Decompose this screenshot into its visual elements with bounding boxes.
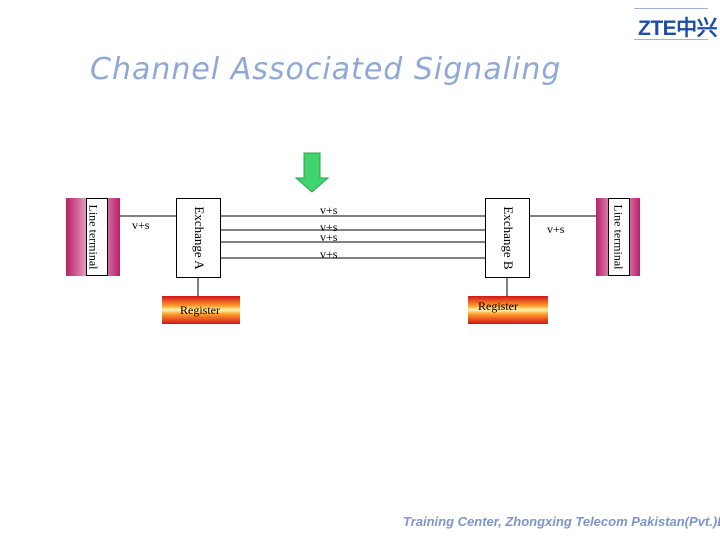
trunk-label-3: v+s xyxy=(320,230,338,244)
line-terminal-left: Line terminal xyxy=(66,198,120,276)
exchange-a-label: Exchange A xyxy=(191,206,207,270)
down-arrow-icon xyxy=(294,152,330,193)
footer-text: Training Center, Zhongxing Telecom Pakis… xyxy=(403,514,720,529)
exchange-b: Exchange B xyxy=(485,198,530,278)
line-terminal-left-label: Line terminal xyxy=(86,204,101,270)
trunk-label-1: v+s xyxy=(320,203,338,217)
register-b: Register xyxy=(468,296,548,324)
zte-logo: ZTE中兴 xyxy=(638,17,718,40)
line-terminal-right-label: Line terminal xyxy=(611,204,626,270)
logo-frame xyxy=(634,8,708,40)
trunk-label-4: v+s xyxy=(320,247,338,261)
exchange-a: Exchange A xyxy=(176,198,221,278)
trunk-label-2: v+s xyxy=(320,220,338,234)
exchange-b-label: Exchange B xyxy=(500,206,516,270)
register-a: Register xyxy=(162,296,240,324)
line-terminal-right: Line terminal xyxy=(596,198,640,276)
page-title: Channel Associated Signaling xyxy=(90,52,562,87)
link-right-label: v+s xyxy=(547,222,565,236)
register-a-label: Register xyxy=(180,303,220,317)
register-b-label: Register xyxy=(478,299,518,313)
link-left-label: v+s xyxy=(132,218,150,232)
